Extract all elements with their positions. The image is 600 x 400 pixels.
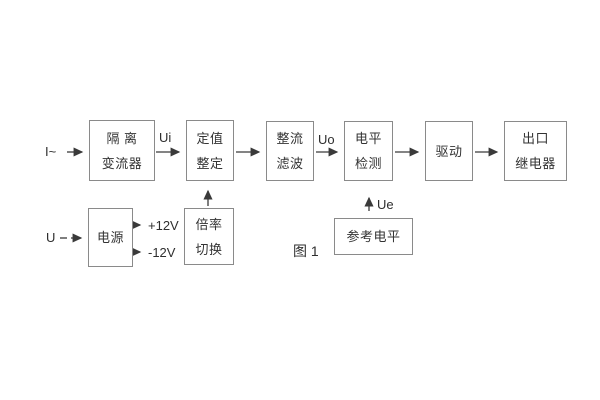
block-setpoint-adjust: 定值 整定 bbox=[186, 120, 234, 181]
figure-caption: 图 1 bbox=[293, 243, 319, 259]
signal-label-ui: Ui bbox=[159, 130, 172, 145]
block-label: 继电器 bbox=[515, 156, 556, 171]
block-label: 定值 bbox=[196, 130, 224, 146]
block-drive: 驱动 bbox=[425, 121, 473, 181]
signal-label-ue: Ue bbox=[377, 197, 394, 212]
signal-label-uo: Uo bbox=[318, 132, 335, 147]
block-label: 倍率 bbox=[195, 216, 223, 232]
block-label: 参考电平 bbox=[346, 229, 401, 244]
signal-label-input-current: I~ bbox=[45, 144, 57, 159]
block-label: 电源 bbox=[96, 230, 124, 245]
block-label: 滤波 bbox=[276, 156, 304, 171]
block-label: 电平 bbox=[354, 131, 382, 146]
block-label: 整流 bbox=[276, 131, 304, 146]
block-label: 整定 bbox=[196, 155, 224, 171]
block-ratio-switch: 倍率 切换 bbox=[184, 208, 234, 265]
block-label: 出口 bbox=[521, 131, 549, 146]
block-label: 隔 离 bbox=[106, 130, 138, 146]
block-label: 切换 bbox=[195, 241, 223, 257]
block-reference-level: 参考电平 bbox=[334, 218, 413, 255]
block-rectify-filter: 整流 滤波 bbox=[266, 121, 314, 181]
signal-label-minus12v: -12V bbox=[148, 245, 176, 260]
block-power-supply: 电源 bbox=[88, 208, 133, 267]
block-label: 检测 bbox=[354, 156, 382, 171]
signal-label-plus12v: +12V bbox=[148, 218, 179, 233]
signal-label-input-voltage: U bbox=[46, 230, 56, 245]
block-output-relay: 出口 继电器 bbox=[504, 121, 567, 181]
block-level-detect: 电平 检测 bbox=[344, 121, 393, 181]
block-label: 变流器 bbox=[101, 155, 143, 171]
block-label: 驱动 bbox=[435, 143, 463, 159]
block-isolation-transformer: 隔 离 变流器 bbox=[89, 120, 155, 181]
